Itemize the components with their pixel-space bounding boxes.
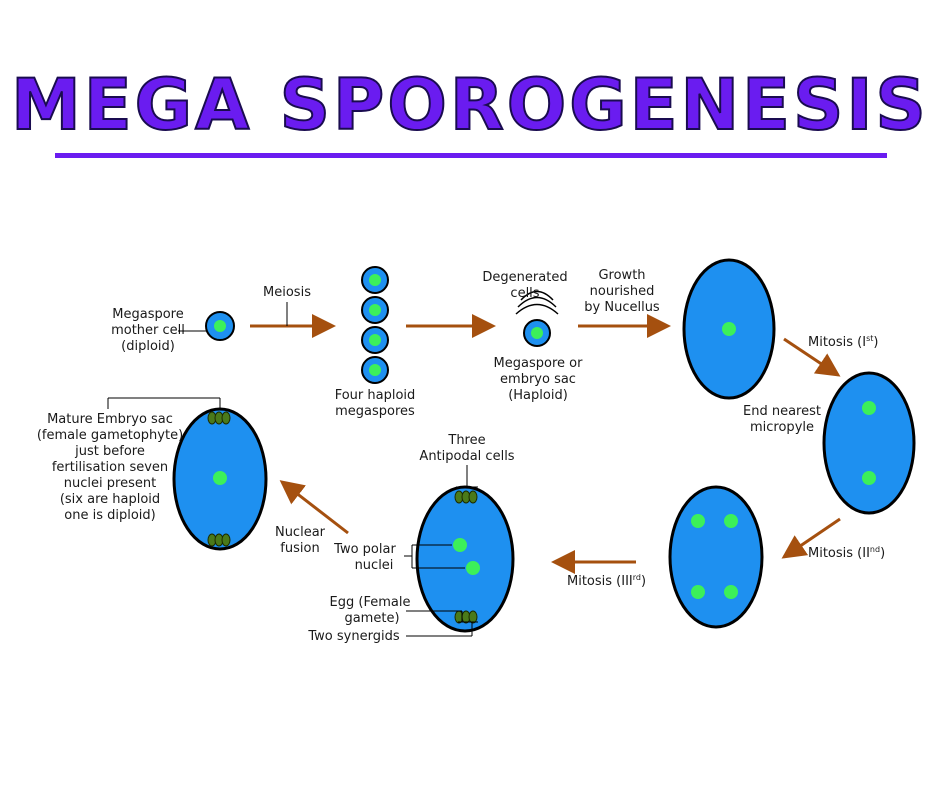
label-growth-3: by Nucellus <box>584 300 660 315</box>
label-four-haploid-2: megaspores <box>335 404 415 419</box>
label-egg-1: Egg (Female <box>330 595 411 610</box>
mature-embryo-sac <box>172 407 268 551</box>
label-two-polar-2: nuclei <box>355 558 394 573</box>
eight-nucleate-sac <box>415 485 515 633</box>
megaspore-embryo-sac <box>523 319 551 347</box>
pointer-egg-synergids <box>406 610 478 637</box>
arrow-nuclear-fusion <box>279 480 349 535</box>
label-embryo-sac-3: (Haploid) <box>508 388 568 403</box>
degenerated-cells <box>515 290 559 315</box>
label-growth-2: nourished <box>590 284 655 299</box>
label-mature-4: fertilisation seven <box>52 460 168 475</box>
label-megaspore-mother-cell-3: (diploid) <box>121 339 175 354</box>
title-underline <box>55 153 887 158</box>
page-title: MEGA SPOROGENESIS <box>10 64 929 146</box>
label-end-nearest-1: End nearest <box>743 404 821 419</box>
label-nuclear-fusion-1: Nuclear <box>275 525 326 540</box>
label-embryo-sac-1: Megaspore or <box>494 356 584 371</box>
label-growth-1: Growth <box>598 268 645 283</box>
label-nuclear-fusion-2: fusion <box>280 541 319 556</box>
megaspore-mother-cell <box>205 311 235 341</box>
arrow-mitosis-1 <box>783 337 841 377</box>
label-three-antipodal-1: Three <box>447 433 485 448</box>
label-embryo-sac-2: embryo sac <box>500 372 576 387</box>
label-mature-6: (six are haploid <box>60 492 160 507</box>
title-wrap: MEGA SPOROGENESIS <box>0 64 940 146</box>
label-two-synergids: Two synergids <box>307 629 399 644</box>
four-haploid-megaspores <box>361 266 389 384</box>
label-megaspore-mother-cell-1: Megaspore <box>112 307 183 322</box>
two-nucleate-sac <box>822 371 916 515</box>
label-mature-1: Mature Embryo sac <box>47 412 173 427</box>
enlarged-embryo-sac <box>682 258 776 400</box>
label-egg-2: gamete) <box>344 611 399 626</box>
label-mature-7: one is diploid) <box>64 508 155 523</box>
label-mature-3: just before <box>74 444 145 459</box>
label-mitosis-1: Mitosis (Ist) <box>808 334 878 350</box>
pointer-mature <box>107 397 221 409</box>
label-three-antipodal-2: Antipodal cells <box>419 449 514 464</box>
label-end-nearest-2: micropyle <box>750 420 814 435</box>
label-meiosis: Meiosis <box>263 285 311 300</box>
label-megaspore-mother-cell-2: mother cell <box>111 323 185 338</box>
label-degenerated-1: Degenerated <box>482 270 567 285</box>
pointer-antipodal <box>456 465 478 488</box>
pointer-polar <box>404 544 465 569</box>
label-mature-2: (female gametophyte) <box>37 428 183 443</box>
label-two-polar-1: Two polar <box>333 542 396 557</box>
label-degenerated-2: cells <box>510 286 539 301</box>
label-mature-5: nuclei present <box>64 476 156 491</box>
four-nucleate-sac <box>668 485 764 629</box>
label-mitosis-2: Mitosis (IInd) <box>808 545 885 561</box>
arrow-mitosis-2 <box>781 517 841 559</box>
label-mitosis-3: Mitosis (IIIrd) <box>567 573 646 589</box>
label-four-haploid-1: Four haploid <box>335 388 416 403</box>
